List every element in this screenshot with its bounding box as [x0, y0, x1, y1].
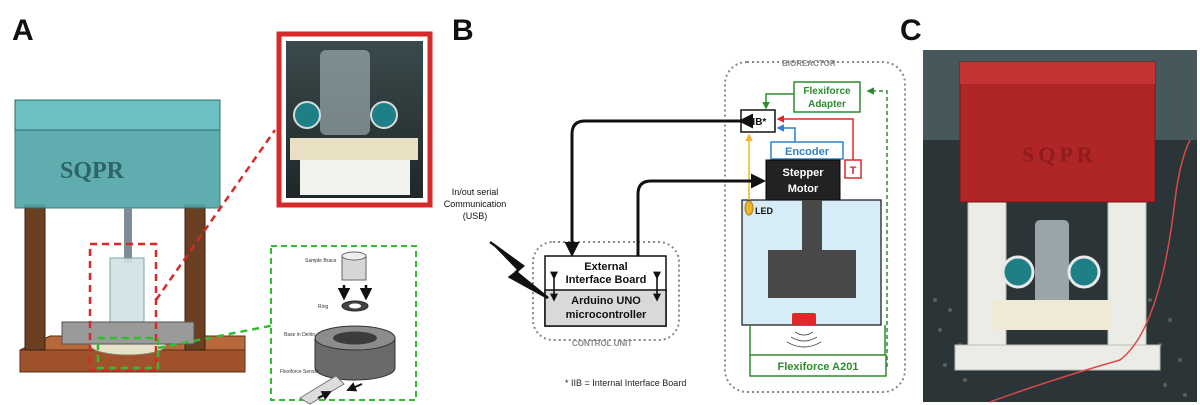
signal-encoder-to-iib — [776, 124, 796, 142]
panel-c-photo: SQPR — [923, 50, 1197, 403]
encoder-box — [770, 141, 844, 160]
sample-chamber — [109, 257, 145, 329]
filter-right — [370, 101, 398, 129]
t-sensor-label: T — [850, 165, 857, 177]
flexiforce-a201-label: Flexiforce A201 — [778, 361, 859, 373]
arduino-box — [544, 289, 667, 327]
zoom-line-green — [157, 323, 276, 350]
flexiforce-adapter-line2: Adapter — [808, 99, 846, 110]
label-ring: Ring — [318, 304, 329, 310]
filter-left — [293, 101, 321, 129]
load-cell-pad — [792, 313, 816, 325]
panel-label-b: B — [452, 14, 474, 47]
control-unit-label: CONTROL UNIT — [572, 339, 632, 348]
stepper-line1: Stepper — [783, 167, 825, 179]
iib-footnote: * IIB = Internal Interface Board — [565, 378, 687, 388]
zoom-box-green — [96, 336, 160, 370]
zoom-line-red — [154, 129, 277, 301]
usb-lightning-icon — [489, 240, 549, 300]
label-base: Base in Delrin — [284, 332, 315, 338]
inset-photo-chamber — [276, 31, 433, 208]
flexiforce-sensor-strip — [299, 375, 345, 405]
signal-a201-to-adapter — [866, 87, 888, 367]
link-interface-to-motor — [636, 173, 766, 256]
encoder-label: Encoder — [785, 146, 830, 158]
red-lid — [959, 61, 1156, 203]
piston-stem — [802, 200, 822, 250]
bioreactor-label: BIOREACTOR — [782, 59, 836, 68]
panel-a-render: SQPR — [14, 99, 277, 373]
sensor-cable — [989, 139, 1191, 403]
drive-shaft — [124, 208, 132, 263]
stepper-motor-box — [765, 159, 841, 201]
interface-line1: External — [584, 261, 627, 273]
panel-label-c: C — [900, 14, 922, 47]
housing-lid — [14, 99, 221, 131]
serial-line2: Communication — [444, 199, 507, 209]
iib-label: IIB* — [750, 117, 767, 128]
led-shape — [744, 200, 754, 216]
signal-t-to-iib — [776, 115, 854, 160]
arduino-line1: Arduino UNO — [571, 295, 641, 307]
frame-base — [954, 344, 1161, 371]
control-unit-enclosure — [532, 241, 680, 341]
inset-exploded-view: Sample Brace Ring Base in Delrin Flexifo… — [270, 245, 417, 405]
flexiforce-adapter-line1: Flexiforce — [803, 86, 851, 97]
serial-line3: (USB) — [463, 211, 488, 221]
housing-logo: SQPR — [60, 158, 125, 184]
label-sample-brace: Sample Brace — [305, 258, 337, 264]
link-iib-to-interface — [564, 113, 753, 257]
perforated-shelf — [933, 298, 1187, 397]
piston-head — [768, 250, 856, 298]
label-flexiforce-sensor: Flexiforce Sensor — [280, 369, 319, 375]
interface-line2: Interface Board — [566, 274, 647, 286]
panel-b-diagram: BIOREACTOR CONTROL UNIT Flexiforce Adapt… — [444, 59, 906, 393]
left-pillar — [24, 204, 46, 351]
support-block — [61, 321, 195, 345]
flexiforce-adapter-box — [793, 81, 861, 113]
stepper-line2: Motor — [788, 183, 819, 195]
frame-left-post — [967, 194, 1007, 371]
photo-filter-left — [1001, 255, 1035, 289]
photo-filter-right — [1067, 255, 1101, 289]
lid-logo: SQPR — [1022, 142, 1097, 167]
led-label: LED — [755, 206, 774, 216]
signal-adapter-to-iib — [762, 93, 794, 110]
frame-right-post — [1107, 194, 1147, 371]
serial-line1: In/out serial — [452, 187, 499, 197]
panel-label-a: A — [12, 14, 34, 47]
arduino-line2: microcontroller — [566, 309, 647, 321]
